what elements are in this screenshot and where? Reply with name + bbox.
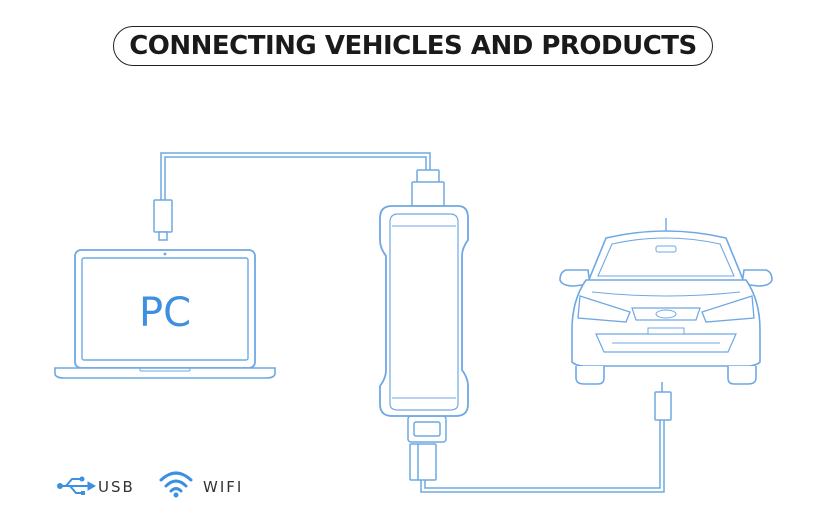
usb-plug-laptop-side	[153, 199, 173, 241]
legend: USB WIFI	[57, 471, 243, 498]
title-banner: CONNECTING VEHICLES AND PRODUCTS	[113, 26, 713, 66]
laptop-hinge-notch	[139, 367, 191, 372]
usb-icon	[57, 476, 97, 495]
laptop-base	[54, 367, 276, 379]
car	[559, 218, 773, 385]
laptop: PC	[54, 249, 276, 379]
diagram-title: CONNECTING VEHICLES AND PRODUCTS	[129, 31, 697, 61]
obd-cable-device-to-car	[420, 382, 665, 493]
usb-plug-device-top	[411, 169, 445, 207]
obd-connector-device-bottom	[407, 415, 447, 481]
obd-plug-car-side	[654, 391, 672, 421]
laptop-screen	[81, 257, 249, 361]
legend-usb-label: USB	[98, 478, 135, 496]
wifi-icon	[159, 471, 193, 498]
legend-wifi-label: WIFI	[203, 478, 243, 496]
pc-label: PC	[139, 290, 191, 336]
webcam-dot	[163, 252, 167, 256]
vci-device	[379, 205, 469, 417]
